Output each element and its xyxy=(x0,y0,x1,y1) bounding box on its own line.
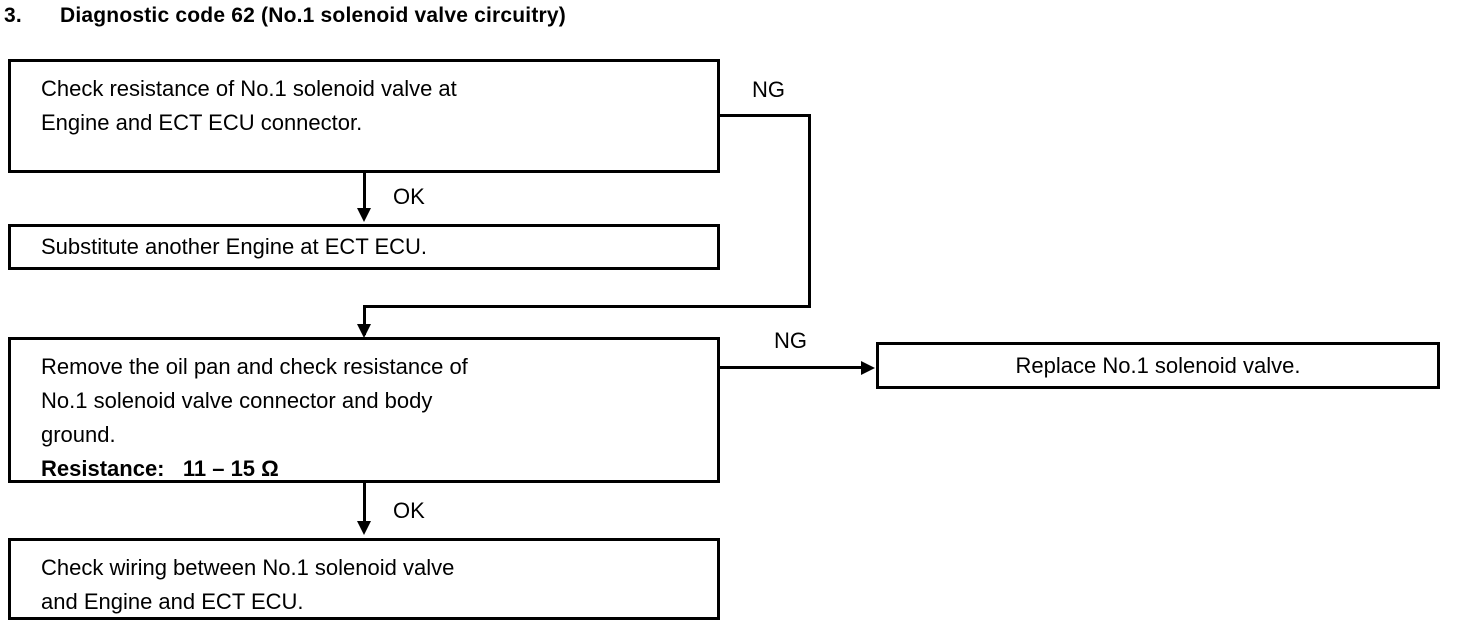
edge-ng-1-hline-top xyxy=(719,114,811,117)
node-remove-oil-pan-spec: Resistance: 11 – 15 Ω xyxy=(41,452,717,486)
edge-ng-2-label: NG xyxy=(774,328,807,353)
node-replace-solenoid: Replace No.1 solenoid valve. xyxy=(876,342,1440,389)
page-title: 3. Diagnostic code 62 (No.1 solenoid valv… xyxy=(4,4,566,28)
page-title-number: 3. xyxy=(4,4,22,27)
edge-ng-1-label: NG xyxy=(752,77,785,102)
node-check-resistance-ecu: Check resistance of No.1 solenoid valve … xyxy=(8,59,720,173)
node-substitute-ecu-line-1: Substitute another Engine at ECT ECU. xyxy=(41,234,428,259)
edge-ok-2-label: OK xyxy=(393,498,425,523)
edge-ng-1-vline xyxy=(808,114,811,308)
node-check-resistance-ecu-line-2: Engine and ECT ECU connector. xyxy=(41,110,363,135)
node-substitute-ecu: Substitute another Engine at ECT ECU. xyxy=(8,224,720,270)
edge-ng-2-arrowhead xyxy=(861,361,875,375)
resistance-gap xyxy=(165,456,183,481)
node-remove-oil-pan-line-1: Remove the oil pan and check resistance … xyxy=(41,354,468,379)
node-check-wiring-line-1: Check wiring between No.1 solenoid valve xyxy=(41,555,455,580)
edge-ng-2-hline xyxy=(719,366,865,369)
node-check-wiring-line-2: and Engine and ECT ECU. xyxy=(41,589,304,614)
resistance-label: Resistance: xyxy=(41,456,165,481)
edge-ng-1-hline-bottom xyxy=(363,305,811,308)
edge-ok-1-vline xyxy=(363,173,366,215)
resistance-value: 11 – 15 Ω xyxy=(182,456,279,481)
page-title-text: Diagnostic code 62 (No.1 solenoid valve … xyxy=(60,4,566,27)
edge-ok-2-arrowhead xyxy=(357,521,371,535)
node-remove-oil-pan: Remove the oil pan and check resistance … xyxy=(8,337,720,483)
edge-ng-1-arrowhead xyxy=(357,324,371,338)
node-check-resistance-ecu-line-1: Check resistance of No.1 solenoid valve … xyxy=(41,76,457,101)
node-remove-oil-pan-line-3: ground. xyxy=(41,422,116,447)
edge-ok-2-vline xyxy=(363,483,366,525)
edge-ng-1-vline-drop xyxy=(363,305,366,335)
edge-ok-1-label: OK xyxy=(393,184,425,209)
node-remove-oil-pan-line-2: No.1 solenoid valve connector and body xyxy=(41,388,433,413)
edge-ok-1-arrowhead xyxy=(357,208,371,222)
node-replace-solenoid-line-1: Replace No.1 solenoid valve. xyxy=(1015,352,1301,378)
node-check-wiring: Check wiring between No.1 solenoid valve… xyxy=(8,538,720,620)
